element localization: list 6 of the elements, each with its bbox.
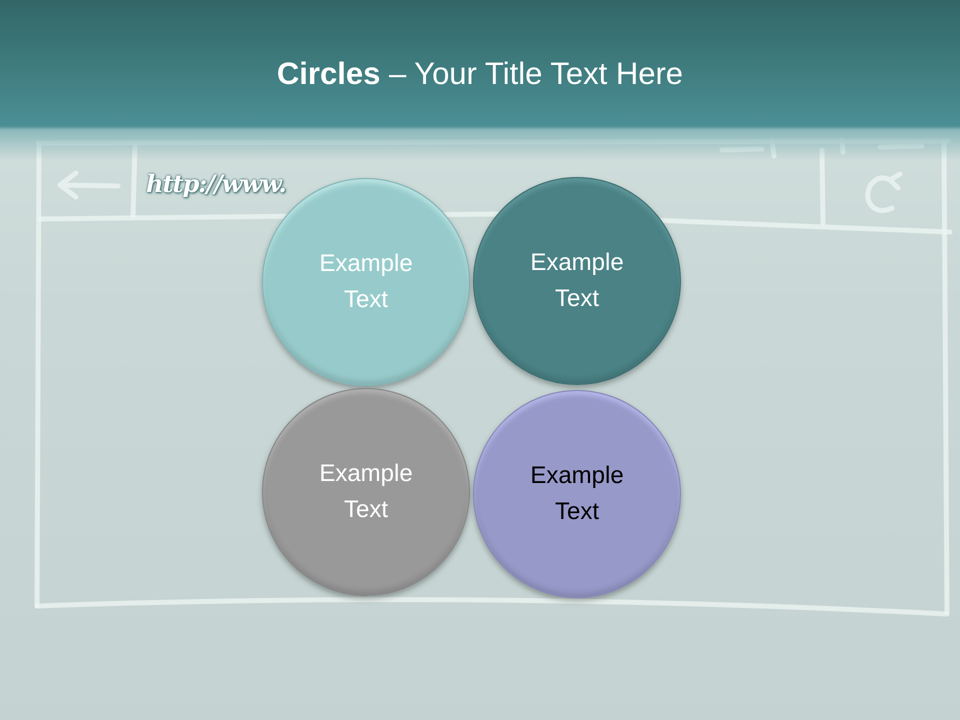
circle-label: Example Text (318, 459, 414, 525)
circle-label: Example Text (529, 248, 625, 314)
handwritten-url: http://www. (146, 169, 286, 198)
circle-label: Example Text (529, 461, 625, 527)
slide-title: Circles – Your Title Text Here (276, 55, 684, 93)
circle-label: Example Text (318, 249, 414, 315)
